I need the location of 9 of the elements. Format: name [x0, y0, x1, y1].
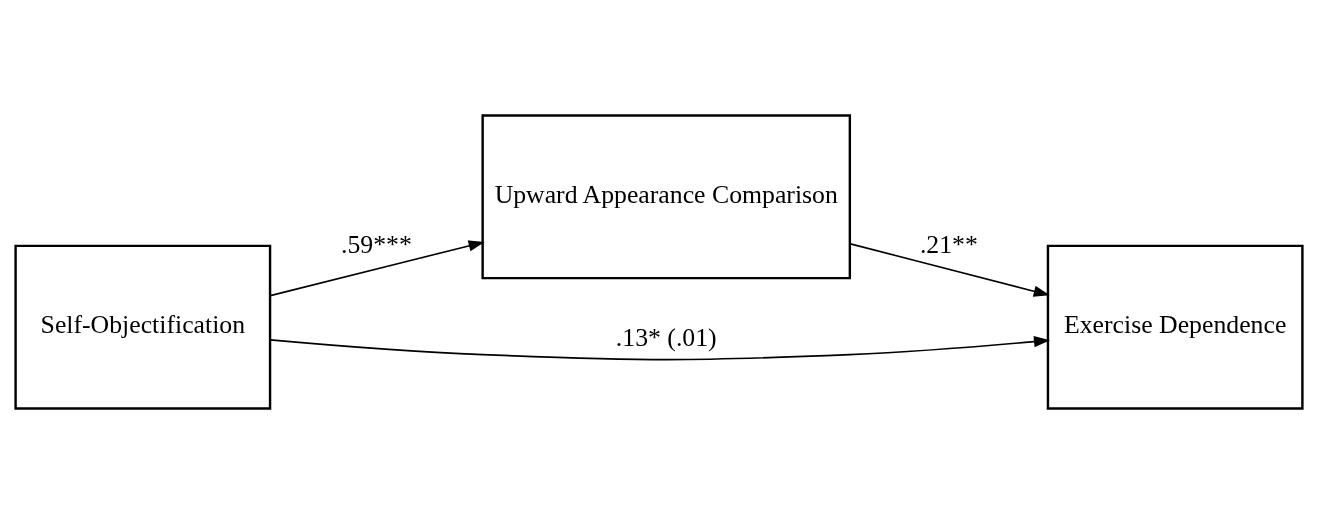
node-box: Self-Objectification — [14, 244, 272, 410]
arrow — [269, 239, 485, 296]
edge-label: .21** — [919, 229, 978, 259]
arrow — [269, 335, 1051, 360]
arrow — [849, 242, 1050, 297]
edge-label: .13* (.01) — [615, 322, 717, 352]
node-box: Upward Appearance Comparison — [481, 113, 852, 279]
edge-label: .59*** — [340, 229, 412, 259]
node-box: Exercise Dependence — [1046, 244, 1304, 410]
